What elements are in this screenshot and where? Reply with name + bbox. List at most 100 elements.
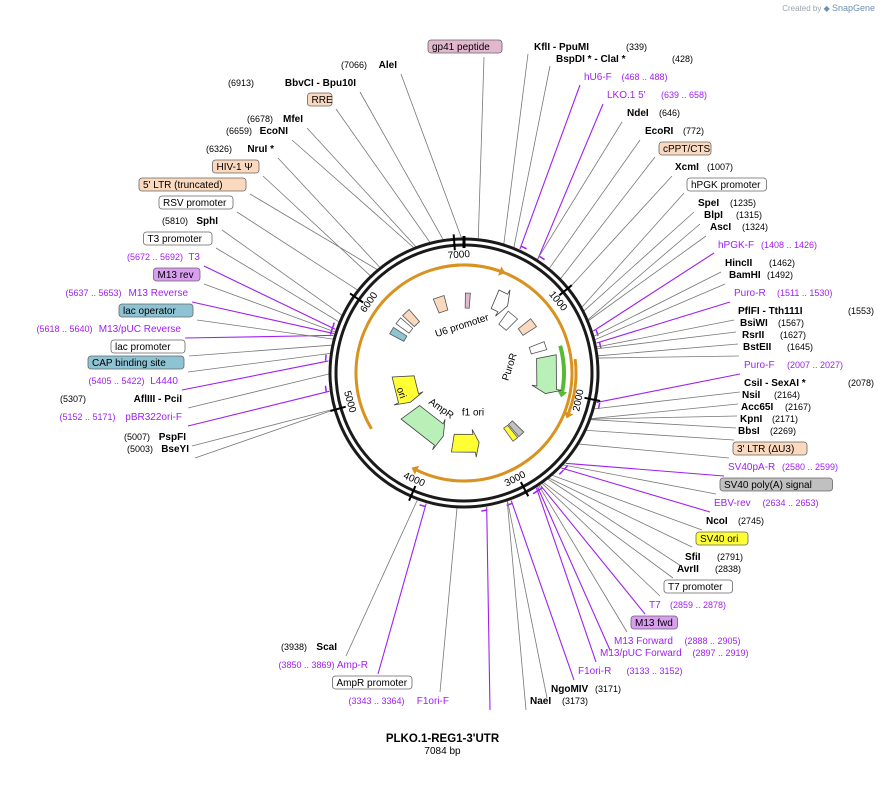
label-sv40pa-r[interactable]: SV40pA-R(2580 .. 2599) (728, 462, 838, 473)
leader-cppt-cts (559, 156, 656, 280)
label-naei[interactable]: NaeI(3173) (530, 696, 588, 707)
label-m13-puc-forward[interactable]: M13/pUC Forward(2897 .. 2919) (600, 648, 749, 659)
label-sv40-ori[interactable]: SV40 ori (695, 531, 749, 546)
label-sphi[interactable]: SphI(5810) (162, 216, 218, 227)
enzyme-acc65i: Acc65I (741, 402, 773, 413)
enzyme-naei: NaeI (530, 696, 551, 707)
label-t7[interactable]: T7(2859 .. 2878) (649, 600, 726, 611)
name-pbr322ori-f: pBR322ori-F (125, 412, 182, 423)
enzyme-kfli: KflI (534, 42, 550, 53)
label-sfii[interactable]: SfiI(2791) (685, 552, 743, 563)
label-m13-puc-reverse[interactable]: M13/pUC Reverse(5618 .. 5640) (36, 324, 181, 335)
label-t7-promoter[interactable]: T7 promoter (663, 579, 733, 594)
label-3-ltr-u3[interactable]: 3' LTR (ΔU3) (732, 441, 808, 456)
label-blpi[interactable]: BlpI(1315) (704, 210, 762, 221)
pos-pbr322ori-f: (5152 .. 5171) (59, 412, 115, 422)
label-ecori[interactable]: EcoRI(772) (645, 126, 704, 137)
label-bbvci[interactable]: BbvCI - Bpu10I(6913) (228, 78, 356, 89)
label-f1ori-r[interactable]: F1ori-R(3133 .. 3152) (578, 666, 683, 677)
label-xcmi[interactable]: XcmI(1007) (675, 162, 733, 173)
label-csii[interactable]: CsiI - SexAI *(2078) (744, 378, 874, 389)
label-m13-reverse[interactable]: M13 Reverse(5637 .. 5653) (65, 288, 188, 299)
tick-label-5000: 5000 (341, 390, 358, 415)
label-gp41-peptide[interactable]: gp41 peptide (427, 39, 503, 54)
sv40-polya-block (507, 420, 525, 438)
label-leader-lines (181, 53, 741, 711)
label-scai[interactable]: ScaI(3938) (281, 642, 337, 653)
label-ebv-rev[interactable]: EBV-rev(2634 .. 2653) (714, 498, 819, 509)
label-bbsi[interactable]: BbsI(2269) (738, 426, 796, 437)
label-hpgk-f[interactable]: hPGK-F(1408 .. 1426) (718, 240, 817, 251)
label-bspdi[interactable]: BspDI * - ClaI *(428) (556, 54, 693, 65)
pos-amp-r: (3850 .. 3869) (278, 660, 334, 670)
label-kpni[interactable]: KpnI(2171) (740, 414, 798, 425)
label-rsrii[interactable]: RsrII(1627) (742, 330, 806, 341)
label-hiv-1[interactable]: HIV-1 Ψ (212, 159, 260, 174)
label-ampr-promoter[interactable]: AmpR promoter (332, 675, 413, 690)
label-ncoi[interactable]: NcoI(2745) (706, 516, 764, 527)
label-bsiwi[interactable]: BsiWI(1567) (740, 318, 804, 329)
name-lko-1-5: LKO.1 5' (607, 90, 646, 101)
leader-sv40pa-r (565, 462, 725, 477)
leader-5-ltr-truncated (249, 193, 379, 271)
name-l4440: L4440 (150, 376, 178, 387)
puror-arc (558, 345, 566, 392)
leader-bbsi (585, 429, 735, 441)
label-puro-f[interactable]: Puro-F(2007 .. 2027) (744, 360, 843, 371)
pos-bbvci: (6913) (228, 78, 254, 88)
label-mfei[interactable]: MfeI(6678) (247, 114, 303, 125)
label-cap-binding-site[interactable]: CAP binding site (87, 355, 185, 370)
label-f1ori-f[interactable]: F1ori-F(3343 .. 3364) (348, 696, 449, 707)
label-rre[interactable]: RRE (307, 92, 333, 107)
label-lac-promoter[interactable]: lac promoter (110, 339, 186, 354)
label-hu6-f[interactable]: hU6-F(468 .. 488) (584, 72, 668, 83)
label-pspfi[interactable]: PspFI(5007) (124, 432, 186, 443)
label-alei[interactable]: AleI(7066) (341, 60, 397, 71)
label-pflfi[interactable]: PflFI - Tth111I(1553) (738, 306, 874, 317)
label-t3-promoter[interactable]: T3 promoter (143, 231, 213, 246)
lac-block (389, 326, 408, 342)
label-puro-r[interactable]: Puro-R(1511 .. 1530) (734, 288, 832, 299)
rsv-block (395, 317, 414, 334)
pos-nrui: (6326) (206, 144, 232, 154)
leader-ecori (548, 139, 641, 270)
label-nsii[interactable]: NsiI(2164) (742, 390, 800, 401)
label-rsv-promoter[interactable]: RSV promoter (158, 195, 234, 210)
label-hincii[interactable]: HincII(1462) (725, 258, 795, 269)
u6-promoter-block (498, 310, 519, 331)
label-avrii[interactable]: AvrII(2838) (677, 564, 741, 575)
label-kfli[interactable]: KflI - PpuMI(339) (534, 42, 647, 53)
label-pbr322ori-f[interactable]: pBR322ori-F (5152 .. 5171) (59, 412, 182, 423)
label-bsteii[interactable]: BstEII(1645) (743, 342, 813, 353)
label-ndei[interactable]: NdeI(646) (627, 108, 680, 119)
u6-arrow (490, 289, 511, 317)
label-cppt-cts[interactable]: cPPT/CTS (658, 141, 712, 156)
label-amp-r[interactable]: Amp-R(3850 .. 3869) (278, 660, 368, 671)
label-t3[interactable]: T3(5672 .. 5692) (127, 252, 200, 263)
primer-mark-ebv-rev (558, 469, 564, 475)
label-lko-1-5[interactable]: LKO.1 5'(639 .. 658) (607, 90, 707, 101)
label-bseyi[interactable]: BseYI(5003) (127, 444, 189, 455)
name-scai: ScaI (316, 642, 337, 653)
name-alei: AleI (379, 60, 398, 71)
box-gp41-peptide (427, 39, 503, 54)
box-sv40-poly-a-signal (719, 477, 833, 492)
label-5-ltr-truncated[interactable]: 5' LTR (truncated) (138, 177, 247, 192)
label-econi[interactable]: EcoNI(6659) (226, 126, 288, 137)
label-sv40-poly-a-signal[interactable]: SV40 poly(A) signal (719, 477, 833, 492)
label-ngomiv[interactable]: NgoMIV(3171) (551, 684, 621, 695)
name-rsrii: RsrII (742, 330, 764, 341)
label-lac-operator[interactable]: lac operator (118, 303, 194, 318)
name-hiv-1: HIV-1 Ψ (217, 162, 253, 173)
label-acc65i[interactable]: Acc65I(2167) (741, 402, 811, 413)
label-nrui[interactable]: NruI *(6326) (206, 144, 274, 155)
label-asci[interactable]: AscI(1324) (710, 222, 768, 233)
label-m13-rev[interactable]: M13 rev (153, 267, 201, 282)
label-hpgk-promoter[interactable]: hPGK promoter (686, 177, 767, 192)
label-l4440[interactable]: L4440(5405 .. 5422) (88, 376, 178, 387)
label-m13-forward[interactable]: M13 Forward(2888 .. 2905) (614, 636, 741, 647)
label-m13-fwd[interactable]: M13 fwd (630, 615, 678, 630)
label-afliii[interactable]: AflIII - PciI(5307) (60, 394, 182, 405)
label-bamhi[interactable]: BamHI(1492) (729, 270, 793, 281)
label-spei[interactable]: SpeI(1235) (698, 198, 756, 209)
